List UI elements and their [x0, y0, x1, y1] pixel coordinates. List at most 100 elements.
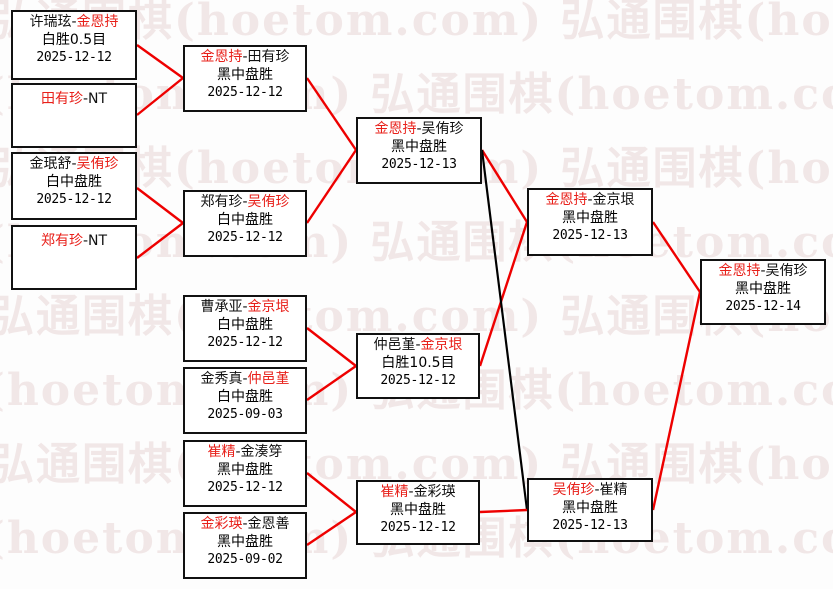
match-date: 2025-12-12 [207, 84, 283, 100]
match-result: 白中盘胜 [217, 316, 273, 333]
player-right: 吴侑珍 [765, 263, 808, 279]
match-box[interactable]: 郑有珍-NT [11, 225, 137, 290]
player-separator: - [242, 516, 248, 532]
player-right: 吴侑珍 [76, 156, 119, 172]
connector-q3-to-r3m3 [306, 472, 357, 513]
player-right: 吴侑珍 [421, 121, 464, 137]
player-left: 金珉舒 [29, 156, 72, 172]
player-right: 金湊笌 [240, 444, 283, 460]
player-separator: - [242, 49, 248, 65]
player-separator: - [71, 14, 77, 30]
match-date: 2025-12-13 [381, 156, 457, 172]
match-players: 崔精-金彩瑛 [358, 484, 478, 502]
connector-sf1-to-final [652, 221, 701, 293]
match-date: 2025-12-13 [552, 227, 628, 243]
match-players: 吴侑珍-崔精 [529, 482, 651, 500]
player-separator: - [242, 371, 248, 387]
match-date: 2025-12-12 [207, 229, 283, 245]
match-result: 黑中盘胜 [735, 280, 791, 297]
match-players: 金恩持-金京垠 [529, 192, 651, 210]
match-players: 崔精-金湊笌 [185, 444, 305, 462]
player-left: 曹承亚 [200, 299, 243, 315]
player-separator: - [82, 233, 89, 249]
match-date: 2025-12-12 [207, 334, 283, 350]
player-right: 田有珍 [247, 49, 290, 65]
match-result: 白胜0.5目 [41, 31, 107, 48]
connector-q1-to-r3m2 [306, 327, 357, 367]
match-players: 金恩持-田有珍 [185, 49, 305, 67]
player-right: 崔精 [599, 482, 628, 498]
player-separator: - [416, 121, 422, 137]
player-left: 金恩持 [200, 49, 243, 65]
player-left: 金彩瑛 [200, 516, 243, 532]
connector-r1m3-to-r2m2 [136, 187, 184, 224]
player-right: 金彩瑛 [413, 484, 456, 500]
match-date: 2025-09-03 [207, 406, 283, 422]
match-date: 2025-12-12 [36, 49, 112, 65]
match-date: 2025-09-02 [207, 551, 283, 567]
match-result: 黑中盘胜 [562, 499, 618, 516]
match-result: 黑中盘胜 [391, 138, 447, 155]
match-result: 黑中盘胜 [217, 533, 273, 550]
player-right: 金恩善 [247, 516, 290, 532]
player-right: 金京垠 [592, 192, 635, 208]
match-players: 金恩持-吴侑珍 [702, 263, 824, 281]
connector-r1m1-to-r2m1 [136, 44, 184, 79]
player-left: 金恩持 [718, 263, 761, 279]
connector-r1m2-to-r2m1 [136, 77, 184, 116]
player-separator: - [408, 484, 414, 500]
player-separator: - [587, 192, 593, 208]
player-right: 金恩持 [76, 14, 119, 30]
match-result: 白胜10.5目 [381, 354, 455, 371]
match-result: 黑中盘胜 [217, 66, 273, 83]
player-right: 吴侑珍 [247, 194, 290, 210]
player-right: NT [88, 91, 108, 107]
connector-r3m3-to-sf2 [479, 508, 528, 514]
connector-r3m2-to-sf1 [478, 221, 529, 367]
match-players: 金恩持-吴侑珍 [358, 121, 480, 139]
connector-r1m4-to-r2m2 [136, 222, 184, 259]
player-separator: - [235, 444, 241, 460]
match-date: 2025-12-13 [552, 517, 628, 533]
match-result: 白中盘胜 [217, 388, 273, 405]
player-left: 仲邑堇 [373, 337, 416, 353]
match-date: 2025-12-12 [380, 372, 456, 388]
connector-r2m1-to-r3m1 [306, 77, 357, 151]
match-date: 2025-12-12 [36, 191, 112, 207]
match-date: 2025-12-12 [207, 479, 283, 495]
match-box[interactable]: 田有珍-NT [11, 83, 137, 148]
connector-q4-to-r3m3 [306, 511, 357, 546]
player-left: 田有珍 [40, 91, 83, 107]
connector-q2-to-r3m2 [306, 365, 357, 401]
player-left: 金秀真 [200, 371, 243, 387]
match-players: 郑有珍-吴侑珍 [185, 194, 305, 212]
match-players: 金彩瑛-金恩善 [185, 516, 305, 534]
match-date: 2025-12-12 [380, 519, 456, 535]
match-result: 黑中盘胜 [217, 461, 273, 478]
player-left: 郑有珍 [200, 194, 243, 210]
player-separator: - [82, 91, 89, 107]
connector-r3m1-to-sf2 [480, 149, 529, 511]
match-result: 白中盘胜 [46, 173, 102, 190]
player-right: 仲邑堇 [247, 371, 290, 387]
match-date: 2025-12-14 [725, 298, 801, 314]
connector-r2m2-to-r3m1 [306, 149, 357, 224]
match-players: 田有珍-NT [13, 87, 135, 109]
player-separator: - [242, 194, 248, 210]
player-right: NT [88, 233, 108, 249]
